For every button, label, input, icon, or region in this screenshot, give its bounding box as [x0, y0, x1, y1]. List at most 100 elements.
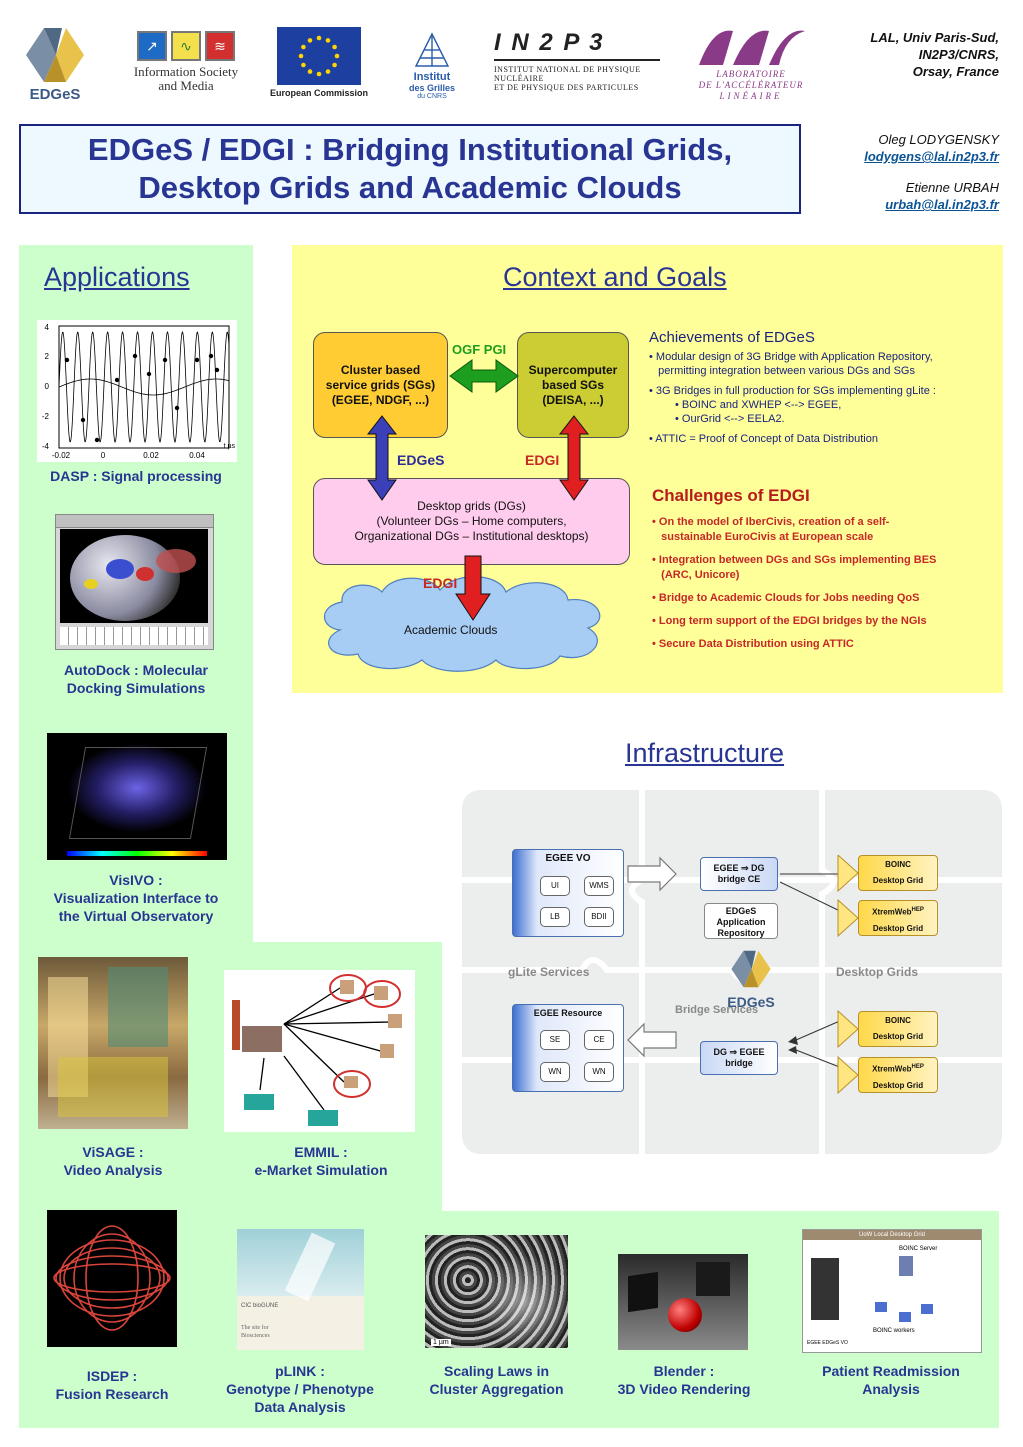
edges-diamond-icon — [26, 27, 84, 82]
bridge-connectors-svg — [837, 855, 859, 1095]
eu-star-icon — [325, 68, 331, 74]
dg-egee-bridge: DG ⇒ EGEE bridge — [700, 1041, 778, 1075]
edgi-cloud-label: EDGI — [423, 575, 458, 591]
achievements-title: Achievements of EDGeS — [649, 329, 815, 346]
sample-point — [64, 357, 70, 363]
eu-star-icon — [332, 44, 337, 49]
y-tick-label: -2 — [42, 412, 50, 421]
edgi-label: EDGI — [525, 452, 560, 468]
dasp-plot-svg: 4 2 0 -2 -4 -0.02 0 0.02 0.04 t µs — [42, 323, 236, 460]
y-tick-label: 0 — [45, 382, 50, 391]
eu-star-icon — [307, 68, 313, 74]
visivo-caption: VisIVO : Visualization Interface to the … — [53, 872, 219, 924]
glite-services-label: gLite Services — [508, 965, 590, 979]
edges-arrow — [366, 415, 398, 501]
eu-star-icon — [301, 44, 306, 49]
eu-star-icon — [298, 53, 304, 58]
sample-point — [174, 405, 180, 411]
xtremweb-grid-top: XtremWebHEP Desktop Grid — [858, 900, 938, 936]
ogf-pgi-arrow — [449, 359, 519, 393]
to-resource-arrow — [627, 1022, 677, 1058]
control-panel — [60, 627, 208, 645]
author-email-link[interactable]: lodygens@lal.in2p3.fr — [864, 149, 999, 164]
patient-readmission-thumbnail: UoW Local Desktop Grid BOINC Server BOIN… — [802, 1229, 982, 1353]
sample-point — [146, 371, 152, 377]
institut-des-grilles-logo: Institut des Grilles du CNRS — [402, 24, 462, 104]
res-node-se: SE — [540, 1030, 570, 1050]
envelope-line — [58, 378, 230, 396]
autodock-thumbnail — [55, 514, 214, 650]
boinc-grid-bottom: BOINC Desktop Grid — [858, 1011, 938, 1047]
edges-logo: EDGeS — [20, 22, 90, 104]
emmil-network-svg — [232, 974, 402, 1126]
edges-bridge-logo: EDGeS — [706, 948, 796, 1018]
bridge-services-label: Bridge Services — [675, 1004, 759, 1016]
desktop-grids-label: Desktop Grids — [836, 965, 919, 979]
sample-point — [80, 417, 86, 423]
xtremweb-grid-bottom: XtremWebHEP Desktop Grid — [858, 1057, 938, 1093]
european-commission-logo: European Commission — [268, 24, 370, 100]
emmil-caption: EMMIL : e-Market Simulation — [254, 1144, 388, 1178]
eu-star-icon — [325, 37, 331, 43]
autodock-caption: AutoDock : Molecular Docking Simulations — [64, 662, 208, 696]
y-tick-label: -4 — [42, 442, 50, 451]
information-society-logo: ↗ ∿ ≋ Information Society and Media — [122, 26, 250, 98]
sample-point — [162, 357, 168, 363]
torus-coils-svg — [53, 1225, 171, 1331]
achievements-list: • Modular design of 3G Bridge with Appli… — [649, 351, 936, 445]
challenges-list: • On the model of IberCivis, creation of… — [652, 516, 937, 650]
egee-dg-bridge-ce: EGEE ⇒ DG bridge CE — [700, 857, 778, 891]
plink-caption: pLINK : Genotype / Phenotype Data Analys… — [226, 1363, 374, 1415]
patient-readmission-caption: Patient Readmission Analysis — [822, 1363, 960, 1397]
vo-node-bdii: BDII — [584, 907, 614, 927]
color-scale-bar — [67, 851, 207, 856]
vo-node-ui: UI — [540, 876, 570, 896]
scaling-laws-thumbnail: 1 µm — [425, 1235, 568, 1348]
app-repository: EDGeS Application Repository — [704, 903, 778, 939]
res-node-ce: CE — [584, 1030, 614, 1050]
x-tick-label: 0.04 — [189, 451, 205, 460]
sample-point — [114, 377, 120, 383]
infrastructure-title: Infrastructure — [625, 738, 785, 768]
wave-tile-icon: ∿ — [171, 31, 201, 61]
res-node-wn: WN — [540, 1062, 570, 1082]
eu-star-icon — [301, 62, 306, 67]
signal-line — [58, 330, 230, 444]
sample-point — [214, 367, 220, 373]
edgi-arrow — [558, 415, 590, 501]
edges-label: EDGeS — [397, 452, 445, 468]
isdep-caption: ISDEP : Fusion Research — [55, 1368, 169, 1402]
worker-icon — [875, 1302, 887, 1312]
visivo-thumbnail — [47, 733, 227, 860]
authors: Oleg LODYGENSKY lodygens@lal.in2p3.fr Et… — [864, 132, 999, 212]
boinc-grid-top: BOINC Desktop Grid — [858, 855, 938, 891]
academic-clouds-label: Academic Clouds — [404, 623, 498, 637]
in2p3-logo: I N 2 P 3 Institut National de Physique … — [494, 26, 664, 94]
edgi-cloud-arrow — [455, 555, 491, 621]
ogf-pgi-label: OGF PGI — [452, 342, 507, 357]
arrow-tile-icon: ↗ — [137, 31, 167, 61]
grid-network-icon — [414, 31, 450, 67]
y-tick-label: 2 — [45, 352, 50, 361]
eu-star-icon — [307, 37, 313, 43]
x-tick-label: 0.02 — [143, 451, 159, 460]
y-tick-label: 4 — [45, 323, 50, 332]
dasp-caption: DASP : Signal processing — [50, 468, 222, 484]
app-toolbar — [56, 515, 213, 528]
blender-caption: Blender : 3D Video Rendering — [617, 1363, 751, 1397]
poster-title: EDGeS / EDGI : Bridging Institutional Gr… — [19, 124, 801, 214]
x-unit-label: t µs — [224, 443, 236, 450]
context-title: Context and Goals — [503, 262, 727, 292]
author-email-link[interactable]: urbah@lal.in2p3.fr — [885, 197, 999, 212]
isdep-thumbnail — [47, 1210, 177, 1347]
dasp-wave — [58, 330, 230, 444]
worker-icon — [899, 1312, 911, 1322]
vo-node-lb: LB — [540, 907, 570, 927]
sample-point — [208, 353, 214, 359]
applications-title: Applications — [44, 262, 190, 292]
x-tick-label: -0.02 — [52, 451, 71, 460]
visage-caption: ViSAGE : Video Analysis — [63, 1144, 163, 1178]
dasp-signal-plot: 4 2 0 -2 -4 -0.02 0 0.02 0.04 t µs — [37, 320, 237, 462]
